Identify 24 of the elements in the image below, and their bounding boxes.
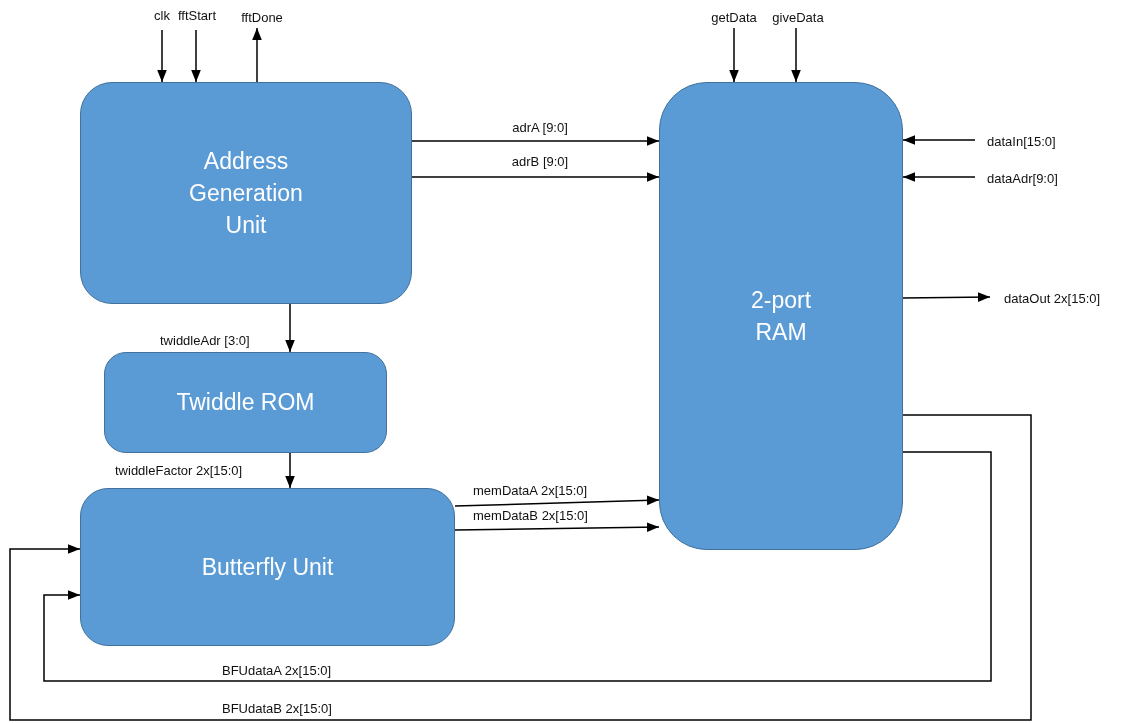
signal-arrow bbox=[411, 136, 660, 146]
block-title: Butterfly Unit bbox=[201, 552, 334, 582]
unit-block bbox=[80, 82, 412, 304]
signal-arrow bbox=[252, 27, 262, 83]
signal-arrow bbox=[454, 495, 660, 507]
block-title: Address Generation Unit bbox=[188, 146, 304, 241]
unit-block bbox=[80, 488, 455, 646]
signal-arrow bbox=[411, 172, 660, 182]
memory-block bbox=[104, 352, 387, 453]
signal-arrow bbox=[285, 303, 295, 353]
signal-arrow bbox=[902, 135, 976, 145]
signal-arrow bbox=[729, 27, 739, 83]
block-title: Twiddle ROM bbox=[176, 388, 315, 418]
signal-arrow bbox=[191, 29, 201, 83]
signal-arrow bbox=[791, 27, 801, 83]
block-title: 2-port RAM bbox=[749, 285, 813, 347]
signal-arrow bbox=[43, 451, 992, 682]
signal-arrow bbox=[902, 172, 976, 182]
memory-block bbox=[659, 82, 903, 550]
signal-arrow bbox=[285, 452, 295, 489]
signal-arrow bbox=[157, 29, 167, 83]
signal-arrow bbox=[9, 414, 1032, 721]
signal-arrow bbox=[454, 522, 660, 532]
signal-arrow bbox=[902, 292, 991, 302]
